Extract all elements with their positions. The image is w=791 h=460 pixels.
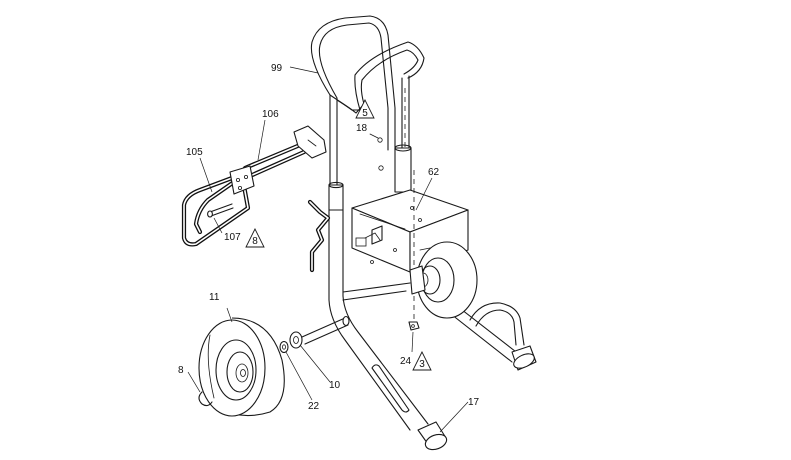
callout-10: 10 <box>329 380 341 391</box>
hose-rack-105 <box>181 172 251 247</box>
callout-22: 22 <box>308 401 320 412</box>
note-triangle-5: 5 <box>355 98 375 119</box>
axle-10 <box>301 315 350 345</box>
clip-8 <box>198 391 213 407</box>
foot-cap-rear <box>511 345 537 371</box>
callout-107: 107 <box>224 232 241 243</box>
svg-text:3: 3 <box>419 359 425 370</box>
washer-22 <box>279 331 303 354</box>
callout-24: 24 <box>400 356 412 367</box>
wheel-11 <box>198 317 285 417</box>
cart-handle <box>310 15 425 211</box>
nut-24 <box>408 321 420 331</box>
callout-106: 106 <box>262 109 279 120</box>
foot-cap-17 <box>417 421 448 451</box>
screw-part-18 <box>369 133 384 171</box>
bolt-107 <box>207 203 234 218</box>
callout-105: 105 <box>186 147 203 158</box>
callout-62: 62 <box>428 167 440 178</box>
leader-lines <box>187 66 469 433</box>
rear-wheel <box>409 241 478 319</box>
svg-text:8: 8 <box>252 236 258 247</box>
note-triangle-3: 3 <box>412 350 432 371</box>
callout-99: 99 <box>271 63 283 74</box>
callout-8: 8 <box>178 365 184 376</box>
hook-bracket <box>307 199 331 273</box>
callout-11: 11 <box>209 292 220 303</box>
callout-17: 17 <box>468 397 480 408</box>
svg-text:5: 5 <box>362 108 368 119</box>
callout-18: 18 <box>356 123 368 134</box>
note-triangle-8: 8 <box>245 227 265 248</box>
bracket-106 <box>229 125 327 195</box>
